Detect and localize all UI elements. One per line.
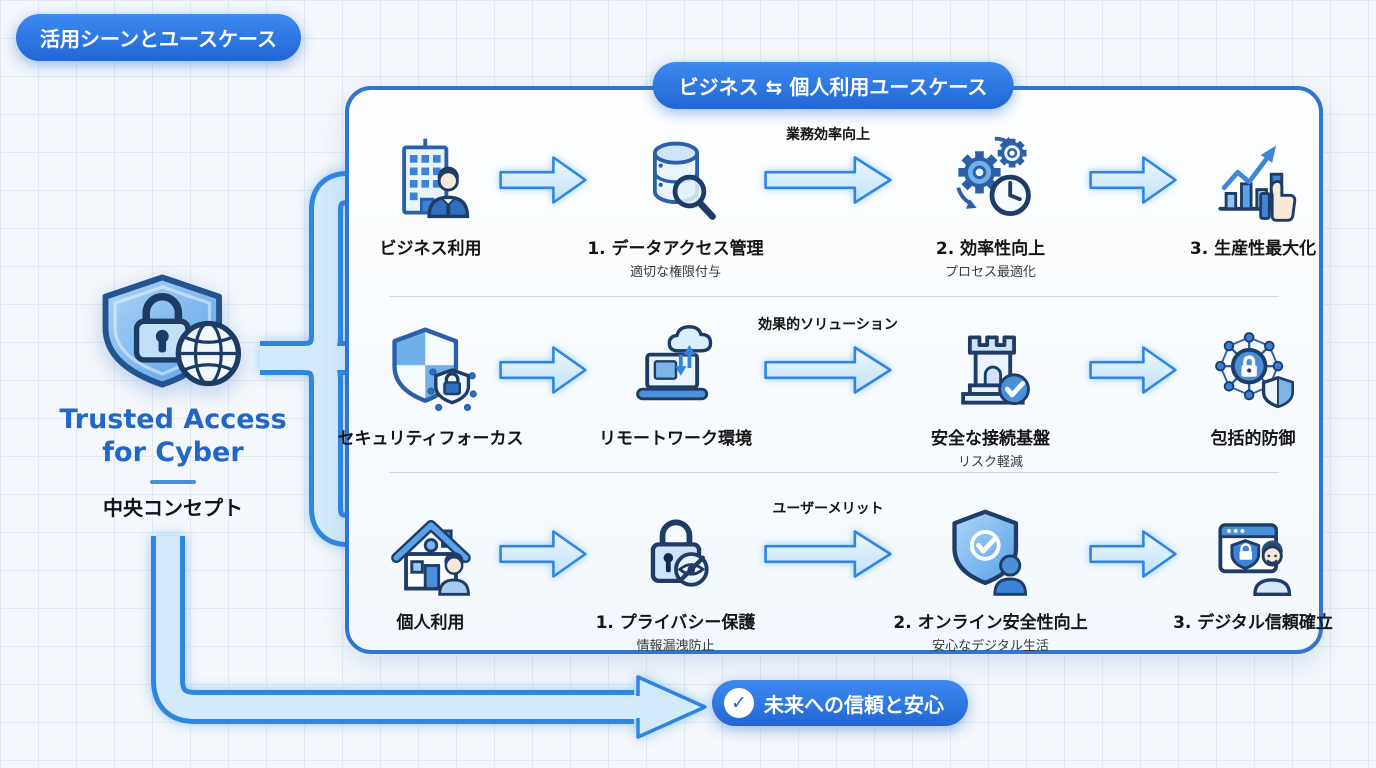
usecase-panel: ビジネス利用 1. データアクセス管理 適切な権限付与 業務効率向上 <box>338 86 1333 654</box>
office-building-user-icon <box>381 130 481 230</box>
flow-arrow-icon <box>1088 338 1178 402</box>
flow-arrow-labeled-icon: 効果的ソリューション <box>758 317 898 402</box>
security-step3-label: 包括的防御 <box>1210 429 1296 449</box>
concept-title-line1: Trusted Access <box>59 404 287 435</box>
business-step2-label: 2. 効率性向上 <box>935 239 1046 259</box>
flow-arrow-icon <box>1088 148 1178 212</box>
security-step2-sub: リスク軽減 <box>957 455 1023 470</box>
database-search-icon <box>626 130 726 230</box>
business-flow-label: 業務効率向上 <box>786 127 870 143</box>
network-lock-shield-icon <box>1203 320 1303 420</box>
flow-arrow-icon <box>1088 522 1178 586</box>
personal-step1-cell: 1. プライバシー保護 情報漏洩防止 <box>588 504 763 654</box>
growth-chart-thumbs-up-icon <box>1203 130 1303 230</box>
business-step1-sub: 適切な権限付与 <box>629 265 721 280</box>
future-arrow-icon <box>130 528 715 752</box>
row-divider <box>389 296 1279 297</box>
scene-usecase-badge: 活用シーンとユースケース <box>16 14 301 61</box>
personal-step3-label: 3. デジタル信頼確立 <box>1173 613 1333 633</box>
business-step2-cell: 2. 効率性向上 プロセス最適化 <box>893 130 1088 280</box>
personal-flow-label: ユーザーメリット <box>772 501 884 517</box>
business-step3-label: 3. 生産性最大化 <box>1189 239 1317 259</box>
personal-step3-cell: 3. デジタル信頼確立 <box>1173 504 1333 633</box>
security-flow-label: 効果的ソリューション <box>758 317 898 333</box>
future-trust-label: 未来への信頼と安心 <box>764 692 944 717</box>
flow-arrow-icon <box>498 338 588 402</box>
flow-arrow-labeled-icon: ユーザーメリット <box>763 501 893 586</box>
shield-check-user-icon <box>941 504 1041 604</box>
security-step1-cell: リモートワーク環境 <box>588 320 763 449</box>
panel-title-label: ビジネス ⇆ 個人利用ユースケース <box>678 75 988 99</box>
gears-clock-icon <box>941 130 1041 230</box>
personal-source-label: 個人利用 <box>396 613 465 633</box>
security-source-cell: セキュリティフォーカス <box>338 320 524 449</box>
business-step1-cell: 1. データアクセス管理 適切な権限付与 <box>587 130 764 280</box>
browser-shield-user-icon <box>1203 504 1303 604</box>
flow-row-personal: 個人利用 1. プライバシー保護 情報漏洩防止 <box>349 472 1333 654</box>
personal-step2-sub: 安心なデジタル生活 <box>932 639 1049 654</box>
security-source-label: セキュリティフォーカス <box>337 429 524 449</box>
personal-step2-cell: 2. オンライン安全性向上 安心なデジタル生活 <box>893 504 1088 654</box>
personal-source-cell: 個人利用 <box>363 504 498 633</box>
concept-title-line2: for Cyber <box>102 436 244 468</box>
house-user-icon <box>381 504 481 604</box>
personal-step1-sub: 情報漏洩防止 <box>636 639 715 654</box>
future-trust-badge: ✓ 未来への信頼と安心 <box>712 680 968 726</box>
personal-step2-label: 2. オンライン安全性向上 <box>893 613 1088 633</box>
concept-title: Trusted Access for Cyber <box>30 404 316 470</box>
business-step3-cell: 3. 生産性最大化 <box>1178 130 1328 259</box>
laptop-cloud-sync-icon <box>626 320 726 420</box>
security-step1-label: リモートワーク環境 <box>599 429 752 449</box>
business-source-cell: ビジネス利用 <box>363 130 498 259</box>
row-divider <box>389 472 1279 473</box>
flow-row-business: ビジネス利用 1. データアクセス管理 適切な権限付与 業務効率向上 <box>349 90 1319 296</box>
flow-arrow-icon <box>498 148 588 212</box>
panel-title-badge: ビジネス ⇆ 個人利用ユースケース <box>652 62 1014 109</box>
concept-label: 中央コンセプト <box>103 495 243 520</box>
security-step3-cell: 包括的防御 <box>1178 320 1328 449</box>
business-step1-label: 1. データアクセス管理 <box>587 239 764 259</box>
flow-arrow-icon <box>498 522 588 586</box>
security-step2-cell: 安全な接続基盤 リスク軽減 <box>893 320 1088 470</box>
personal-step1-label: 1. プライバシー保護 <box>595 613 756 633</box>
flow-row-security: セキュリティフォーカス リモートワーク環境 <box>338 296 1319 472</box>
business-step2-sub: プロセス最適化 <box>944 265 1036 280</box>
security-step2-label: 安全な接続基盤 <box>931 429 1050 449</box>
business-source-label: ビジネス利用 <box>379 239 482 259</box>
concept-divider <box>150 479 196 484</box>
central-concept: Trusted Access for Cyber 中央コンセプト <box>30 272 316 521</box>
check-icon: ✓ <box>724 688 754 718</box>
checkered-shield-network-icon <box>381 320 481 420</box>
shield-lock-globe-icon <box>30 272 316 394</box>
castle-check-icon <box>941 320 1041 420</box>
flow-arrow-labeled-icon: 業務効率向上 <box>763 127 893 212</box>
scene-usecase-badge-label: 活用シーンとユースケース <box>40 27 277 51</box>
padlock-privacy-eye-icon <box>626 504 726 604</box>
